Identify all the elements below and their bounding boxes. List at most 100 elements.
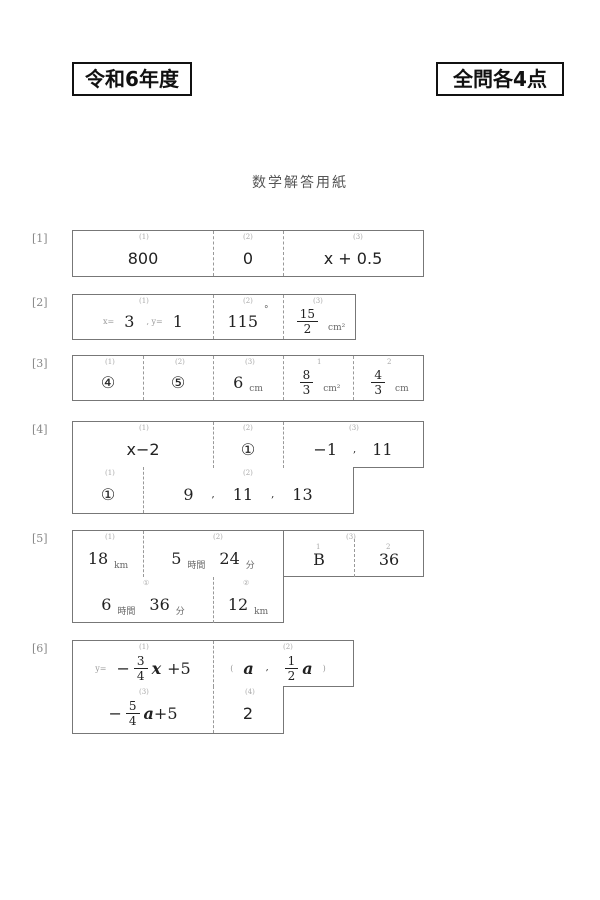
prefix: y= [95, 663, 107, 673]
denominator: 3 [302, 382, 311, 397]
unit: 時間 [117, 607, 136, 617]
question-2-label: [2] [32, 296, 48, 309]
sub-label: ② [243, 579, 250, 587]
answer-3-2: ⑤ [170, 372, 186, 392]
answer-5-1: 18 km [73, 539, 143, 577]
unit: km [254, 607, 269, 617]
value: 11 [372, 439, 393, 459]
sub-label: (3) [313, 297, 323, 305]
y-label: , y= [146, 316, 163, 326]
sub-label: (1) [139, 643, 149, 651]
separator: , [353, 443, 357, 455]
sub-label: (2) [243, 233, 253, 241]
unit: 分 [175, 607, 185, 617]
unit: km [114, 561, 129, 571]
value: 115 [227, 311, 259, 331]
paren: ( [230, 663, 234, 673]
paren: ) [322, 663, 326, 673]
sub-label: (2) [243, 424, 253, 432]
unit: 分 [245, 561, 255, 571]
value: 36 [149, 594, 170, 614]
sub-label: ① [143, 579, 150, 587]
answer-4-1: x−2 [126, 439, 160, 459]
sub-label: (2) [243, 469, 253, 477]
unit: cm² [328, 323, 346, 333]
separator: , [271, 488, 275, 500]
answer-5-b1: 6 時間 36 分 [73, 585, 213, 623]
answer-5-3-1: B [313, 549, 325, 569]
answer-1-1: 800 [127, 248, 159, 268]
sub-label: (2) [243, 297, 253, 305]
sub-label: (3) [139, 688, 149, 696]
variable: a [243, 658, 254, 678]
denominator: 2 [303, 321, 312, 336]
question-1-box: (1) (2) (3) 800 0 x + 0.5 [72, 230, 424, 277]
sub-label: (1) [139, 233, 149, 241]
question-4-box-top: (1) (2) (3) x−2 ① −1,11 [72, 421, 424, 468]
sub-label: (3) [349, 424, 359, 432]
constant: +5 [153, 703, 178, 723]
value: 24 [219, 548, 240, 568]
sign: − [108, 703, 122, 723]
answer-4-2: ① [240, 439, 256, 459]
variable: a [302, 658, 313, 678]
variable: a [143, 703, 154, 723]
sub-label: 2 [387, 358, 392, 366]
answer-3-1: ④ [100, 372, 116, 392]
x-label: x= [103, 316, 115, 326]
answer-1-2: 0 [242, 248, 254, 268]
question-3-label: [3] [32, 357, 48, 370]
sub-label: (1) [105, 358, 115, 366]
numerator: 5 [125, 699, 140, 714]
page-title: 数学解答用紙 [252, 175, 348, 191]
denominator: 4 [128, 713, 137, 728]
value: 6 [101, 594, 112, 614]
question-4-label: [4] [32, 423, 48, 436]
x-value: 3 [124, 311, 135, 331]
unit: cm² [323, 384, 341, 394]
unit: 時間 [187, 561, 206, 571]
question-1-label: [1] [32, 232, 48, 245]
question-6-label: [6] [32, 642, 48, 655]
sub-label: 1 [316, 543, 321, 551]
answer-1-3: x + 0.5 [323, 248, 383, 268]
answer-6-4: 2 [242, 703, 254, 723]
sub-label: (3) [346, 533, 356, 541]
sub-label: (4) [245, 688, 255, 696]
answer-4-b1: ① [100, 484, 116, 504]
sub-label: (1) [139, 297, 149, 305]
points-label: 全問各4点 [436, 62, 564, 96]
question-5-box-right: (3) 1 2 B 36 [283, 530, 424, 577]
sub-label: 2 [386, 543, 391, 551]
year-label: 令和6年度 [72, 62, 192, 96]
sub-label: (2) [213, 533, 223, 541]
numerator: 4 [371, 368, 386, 383]
denominator: 4 [136, 668, 145, 683]
question-5-label: [5] [32, 532, 48, 545]
numerator: 3 [133, 654, 148, 669]
variable: x [151, 658, 162, 678]
answer-2-1: x=3 , y=1 [73, 303, 213, 339]
separator: , [211, 488, 215, 500]
sub-label: (2) [283, 643, 293, 651]
sub-label: (2) [175, 358, 185, 366]
value: 18 [87, 548, 109, 568]
value: 6 [233, 372, 244, 392]
value: 13 [292, 484, 313, 504]
answer-2-2: 115° [213, 303, 283, 339]
numerator: 1 [284, 654, 299, 669]
denominator: 3 [374, 382, 383, 397]
